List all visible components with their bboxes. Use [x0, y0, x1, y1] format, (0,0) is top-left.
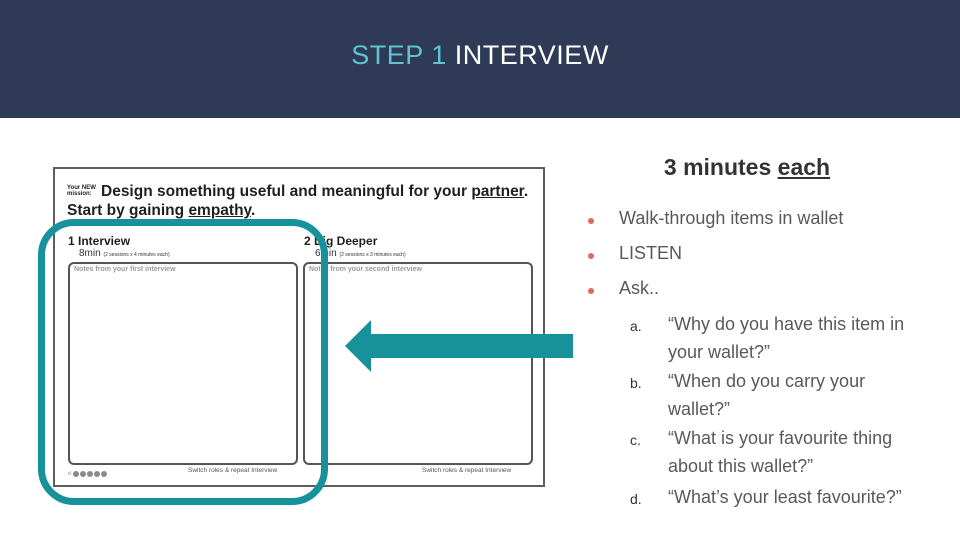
col2-notes-box: Notes from your second interview: [303, 262, 533, 465]
slide-header: STEP 1 INTERVIEW: [0, 0, 960, 118]
arrow-left-icon: [345, 320, 573, 372]
bullet-dot-icon: [588, 253, 594, 259]
col2-footer: Switch roles & repeat Interview: [422, 467, 512, 474]
col1-title: 1 Interview: [68, 234, 131, 248]
bullet-dot-icon: [588, 218, 594, 224]
col1-subtitle: 8min (2 sessions x 4 minutes each): [79, 248, 170, 259]
col1-box-label: Notes from your first interview: [74, 266, 176, 273]
col2-subtitle: 6min (2 sessions x 3 minutes each): [315, 248, 406, 259]
col1-notes-box: Notes from your first interview: [68, 262, 298, 465]
heading-period: .: [523, 183, 529, 200]
bullet-dot-icon: [588, 288, 594, 294]
col1-footer: Switch roles & repeat Interview: [188, 467, 278, 474]
title-step: STEP 1: [351, 40, 447, 70]
heading-period-2: .: [251, 202, 256, 219]
heading-line2: Start by gaining: [67, 202, 189, 219]
worksheet-heading: Design something useful and meaningful f…: [67, 182, 537, 220]
heading-partner: partner: [471, 183, 524, 200]
highlight-frame: [38, 219, 328, 505]
heading-line1: Design something useful and meaningful f…: [101, 183, 472, 200]
heading-empathy: empathy: [188, 202, 252, 219]
worksheet-mission-label: Your NEW mission:: [67, 185, 96, 197]
title-main: INTERVIEW: [454, 40, 609, 70]
section-subtitle: 3 minutes each: [663, 154, 831, 180]
slide-title: STEP 1 INTERVIEW: [0, 40, 960, 71]
col2-box-label: Notes from your second interview: [309, 266, 422, 273]
